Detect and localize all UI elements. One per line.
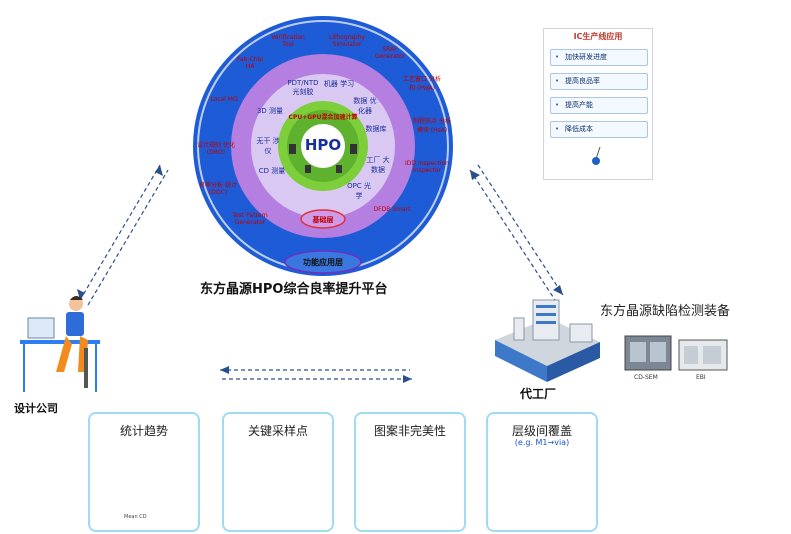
card-pattern-imperfection: 图案非完美性 xyxy=(354,412,466,532)
ic-panel-title: IC生产线应用 xyxy=(573,32,623,41)
arrow-design-to-hpo xyxy=(79,164,161,301)
ic-application-panel: IC生产线应用 •加快研发进度 •提高良品率 •提高产能 •降低成本 xyxy=(543,28,653,180)
ic-item: •加快研发进度 xyxy=(550,49,648,66)
pointer-icon xyxy=(592,147,601,165)
outer-item: Test Pattern Generator xyxy=(232,212,268,226)
inner-item: 3D 测量 xyxy=(256,107,284,115)
axis-label: Mean CD xyxy=(124,514,147,520)
chip-icon xyxy=(305,165,311,173)
foundry-label: 代工厂 xyxy=(520,387,557,401)
inner-item: 数据 优化器 xyxy=(353,97,377,115)
design-company-label: 设计公司 xyxy=(14,402,58,415)
card-layer-overlay: 层级间覆盖 (e.g. M1→via) xyxy=(486,412,598,532)
card-statistics-trend: 统计趋势 Mean CD xyxy=(88,412,200,532)
platform-title: 东方晶源HPO综合良率提升平台 xyxy=(200,282,388,297)
inner-item: 无干 涉仪 xyxy=(256,137,280,155)
outer-item: 设计规则 优化 (DRO) xyxy=(197,142,235,156)
foundation-label: 基础层 xyxy=(312,216,334,224)
arrow-hpo-to-foundry xyxy=(469,169,556,301)
outer-item: 制程热点 分析模块 (HsA) xyxy=(413,118,451,134)
ic-item: •提高良品率 xyxy=(550,73,648,90)
dashed-arrows xyxy=(79,164,564,380)
core-ring-label: CPU+GPU混合加速计算 xyxy=(288,114,358,121)
cd-sem-label: CD-SEM xyxy=(634,374,658,381)
application-label: 功能应用层 xyxy=(303,258,343,267)
equipment-title: 东方晶源缺陷检测装备 xyxy=(600,304,731,319)
application-badge xyxy=(284,250,362,274)
outer-item: Local MO xyxy=(210,96,238,103)
card-title: 层级间覆盖 xyxy=(511,424,572,438)
outer-item: SRAF Generator xyxy=(374,46,406,60)
inner-item: CD 测量 xyxy=(258,167,286,175)
chip-icon xyxy=(336,165,342,173)
card-title: 图案非完美性 xyxy=(373,424,446,438)
ic-item: •降低成本 xyxy=(550,121,648,138)
outer-item: Fab-Chip HA xyxy=(236,56,264,70)
factory-illustration xyxy=(495,299,600,382)
ic-item: •提高产能 xyxy=(550,97,648,114)
chip-icon xyxy=(289,144,296,154)
ebi-label: EBI xyxy=(696,374,706,381)
inner-item: PDT/NTD 光刻胶 xyxy=(287,79,319,96)
hpo-wheel xyxy=(193,16,453,276)
outer-item: 工艺窗口 分析和 (PWA) xyxy=(403,76,441,92)
inner-item: 工厂 大数据 xyxy=(366,156,390,174)
designer-illustration xyxy=(20,296,100,392)
outer-item: Verification Tool xyxy=(271,34,305,48)
outer-item: Lithography Simulator xyxy=(329,34,365,48)
outer-item: 良率分析 统计 (DOC) xyxy=(199,182,237,196)
outer-item: IDD Inspection Inspector xyxy=(405,160,449,174)
card-key-sampling: 关键采样点 xyxy=(222,412,334,532)
monitor-icon xyxy=(27,317,55,339)
card-subtitle: (e.g. M1→via) xyxy=(514,438,570,447)
outer-item: DFDB Smart xyxy=(373,206,411,213)
foundation-badge xyxy=(300,209,346,229)
card-title: 关键采样点 xyxy=(247,424,308,438)
card-title: 统计趋势 xyxy=(119,424,168,438)
inner-item: OPC 光学 xyxy=(347,182,371,200)
equipment-illustration xyxy=(624,335,728,371)
hpo-center xyxy=(301,124,345,168)
chip-icon xyxy=(350,144,357,154)
inner-item: 机器 学习 xyxy=(323,80,355,88)
hpo-center-label: HPO xyxy=(304,136,342,154)
inner-item: 数据库 xyxy=(365,125,387,133)
